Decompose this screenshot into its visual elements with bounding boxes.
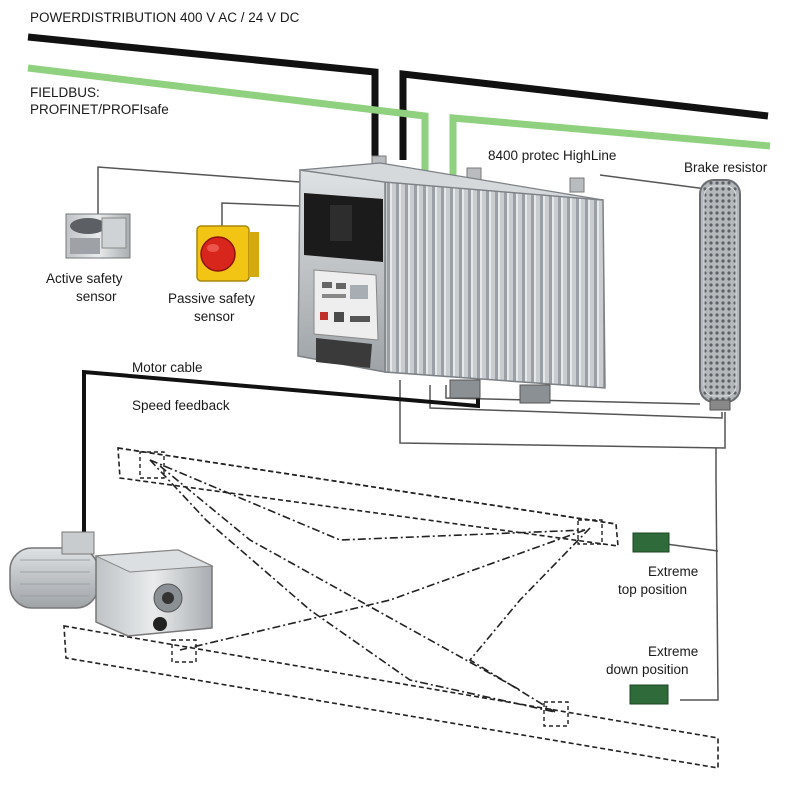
scissor-lift [63, 447, 719, 769]
geared-motor [9, 531, 214, 637]
active-sensor-label-line2: sensor [76, 289, 117, 304]
motor-cable-label: Motor cable [132, 360, 203, 375]
extreme-down-label-line2: down position [606, 662, 689, 677]
limit-switch-top [632, 532, 670, 553]
extreme-down-label-line1: Extreme [648, 644, 698, 659]
fieldbus-label-line1: FIELDBUS: [30, 85, 100, 100]
inverter-unit [297, 155, 606, 404]
passive-safety-sensor [196, 225, 259, 282]
fieldbus-lines [27, 64, 771, 178]
power-distribution-label: POWERDISTRIBUTION 400 V AC / 24 V DC [30, 10, 300, 25]
brake-resistor-label: Brake resistor [684, 160, 768, 175]
sensor-wires [97, 166, 726, 701]
inverter-label: 8400 protec HighLine [488, 148, 616, 163]
power-distribution-lines [27, 33, 769, 165]
fieldbus-label-line2: PROFINET/PROFIsafe [30, 102, 169, 117]
passive-sensor-label-line1: Passive safety [168, 291, 255, 306]
speed-feedback-label: Speed feedback [132, 398, 230, 413]
brake-resistor [699, 179, 741, 411]
motor-cable [82, 369, 480, 540]
limit-switch-down [629, 684, 669, 705]
active-sensor-label-line1: Active safety [46, 271, 123, 286]
extreme-top-label-line2: top position [618, 582, 687, 597]
passive-sensor-label-line2: sensor [194, 309, 235, 324]
extreme-top-label-line1: Extreme [648, 564, 698, 579]
active-safety-sensor [65, 213, 131, 259]
